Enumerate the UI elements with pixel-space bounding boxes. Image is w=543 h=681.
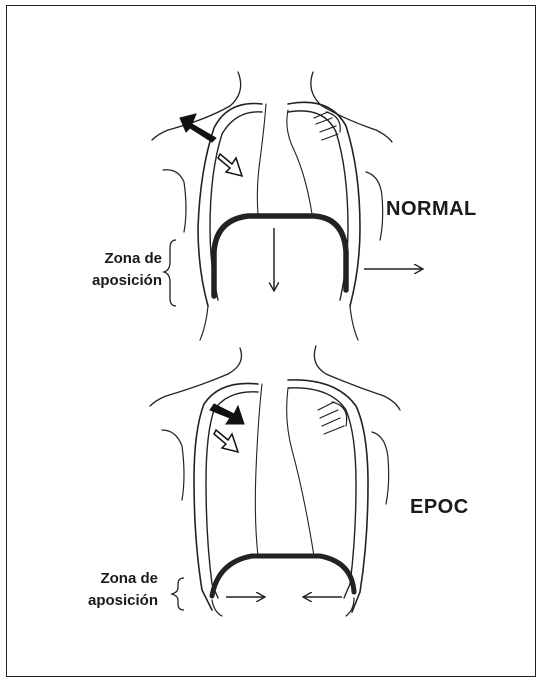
epoc-rib-mark-3: [322, 418, 340, 426]
normal-mediastinum-right: [287, 110, 312, 214]
normal-rib-mark-4: [322, 134, 338, 140]
normal-waist-right: [350, 306, 358, 340]
epoc-mediastinum-left: [255, 384, 262, 556]
normal-zone-label: Zona de aposición: [58, 248, 162, 292]
epoc-rib-mark-2: [320, 410, 338, 418]
epoc-neck-right: [314, 346, 400, 410]
epoc-black-arrow: [210, 404, 244, 424]
epoc-ribcage-left-outer: [194, 383, 258, 610]
epoc-arm-left: [162, 430, 184, 500]
epoc-diaphragm: [212, 556, 354, 596]
normal-waist-left: [200, 306, 208, 340]
normal-mediastinum-left: [257, 104, 266, 214]
epoc-rib-cap: [332, 402, 347, 426]
epoc-thorax: [150, 346, 400, 616]
normal-zone-brace: [164, 240, 176, 306]
epoc-base-right: [346, 598, 354, 616]
epoc-arm-right: [372, 432, 389, 504]
normal-ribcage-right-outer: [288, 102, 360, 306]
epoc-panel-title: EPOC: [410, 496, 469, 519]
epoc-hollow-arrow: [214, 430, 238, 452]
normal-diaphragm: [214, 216, 346, 296]
epoc-zone-label-line2: aposición: [60, 590, 158, 612]
normal-rib-mark-3: [320, 126, 336, 132]
normal-arm-left: [163, 170, 186, 232]
normal-panel-title: NORMAL: [386, 198, 477, 221]
epoc-zone-brace: [172, 578, 184, 610]
epoc-zone-label: Zona de aposición: [60, 568, 158, 612]
epoc-rib-mark-4: [324, 426, 344, 434]
normal-ribcage-left-inner: [210, 112, 262, 300]
epoc-base-left: [212, 600, 222, 616]
epoc-mediastinum-right: [287, 388, 314, 556]
normal-hollow-arrow: [218, 154, 242, 176]
normal-expansion-arrow: [180, 114, 216, 142]
normal-thorax: [152, 72, 392, 340]
epoc-zone-label-line1: Zona de: [60, 568, 158, 590]
normal-ribcage-right-inner: [288, 111, 348, 300]
normal-zone-label-line2: aposición: [58, 270, 162, 292]
epoc-rib-mark-1: [318, 402, 334, 410]
normal-arm-right: [366, 172, 383, 240]
normal-zone-label-line1: Zona de: [58, 248, 162, 270]
